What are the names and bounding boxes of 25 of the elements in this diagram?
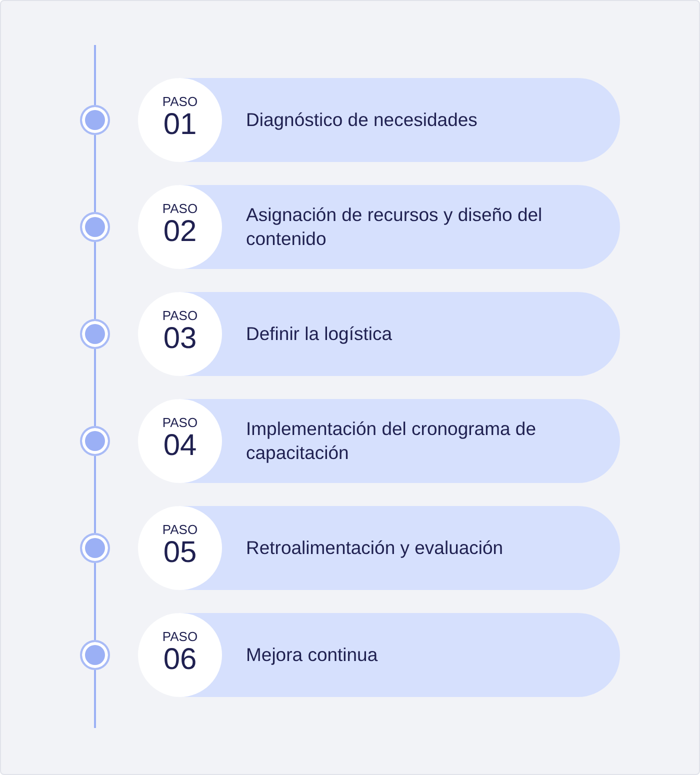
timeline-line (94, 670, 96, 728)
step-title: Retroalimentación y evaluación (246, 536, 504, 560)
timeline-line (94, 563, 96, 640)
step-title: Mejora continua (246, 643, 379, 667)
step-number: 03 (162, 323, 198, 355)
step-number: 01 (162, 109, 198, 141)
step-title: Implementación del cronograma de capacitación (246, 417, 537, 465)
step-label: PASO (161, 523, 199, 537)
step-number: 06 (162, 644, 198, 676)
timeline-line (94, 349, 96, 426)
step-label: PASO (161, 309, 199, 323)
step-label: PASO (161, 202, 199, 216)
step-number: 04 (162, 430, 198, 462)
step-label: PASO (161, 416, 199, 430)
step-title: Definir la logística (246, 322, 394, 346)
step-title: Asignación de recursos y diseño del contenido (246, 203, 544, 251)
step-number: 05 (162, 537, 198, 569)
timeline-line (94, 456, 96, 533)
step-number: 02 (162, 216, 198, 248)
timeline-line (94, 135, 96, 212)
step-label: PASO (161, 95, 199, 109)
step-title: Diagnóstico de necesidades (246, 108, 478, 132)
timeline-line (94, 45, 96, 105)
step-label: PASO (161, 630, 199, 644)
timeline-line (94, 242, 96, 319)
